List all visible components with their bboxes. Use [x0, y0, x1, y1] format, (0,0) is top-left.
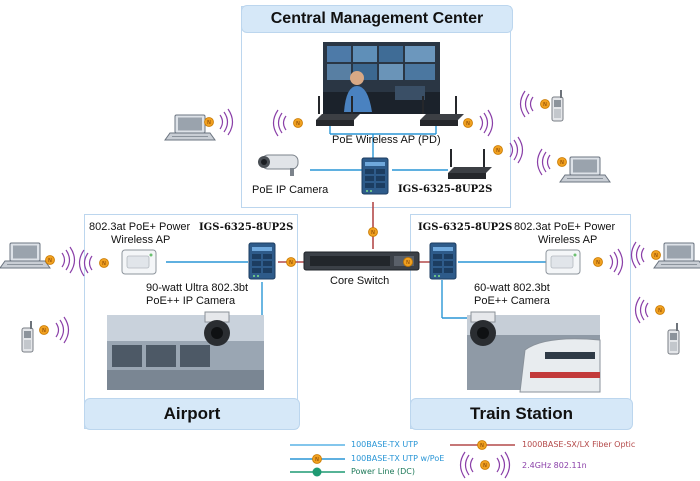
- phone-top-right-badge: [540, 99, 550, 109]
- airport-wireless-ap: [121, 249, 157, 275]
- cmc-router: [448, 149, 492, 179]
- core-switch-label: Core Switch: [330, 275, 390, 287]
- laptop-right-waves: [536, 148, 551, 176]
- legend-utp-poe-badge: [312, 454, 322, 464]
- laptop-top-left-waves: [219, 108, 234, 136]
- poe-ip-camera-label: PoE IP Camera: [252, 184, 329, 196]
- airport-cam-label-2: PoE++ IP Camera: [146, 295, 236, 307]
- control-room-photo: [323, 42, 440, 114]
- legend-utp-poe-text: 100BASE-TX UTP w/PoE: [351, 454, 445, 463]
- laptop-right: [559, 156, 611, 183]
- fiber-badge-train: [403, 257, 413, 267]
- legend-power-badge: [312, 467, 322, 477]
- airport-switch: [248, 242, 276, 280]
- laptop-left-badge: [45, 255, 55, 265]
- airport-cam-label-1: 90-watt Ultra 802.3bt: [146, 282, 249, 294]
- poe-ap-pd-label: PoE Wireless AP (PD): [332, 134, 441, 146]
- airport-ptz-camera: [204, 311, 230, 346]
- train-switch-model: IGS-6325-8UP2S: [418, 222, 513, 233]
- cmc-title: Central Management Center: [241, 5, 513, 33]
- core-switch: [303, 251, 420, 271]
- fiber-badge-airport: [286, 257, 296, 267]
- cmc-left-ap-waves: [272, 109, 287, 137]
- airport-title: Airport: [84, 398, 300, 430]
- laptop-left-waves: [61, 246, 76, 274]
- cmc-router-wifi-badge: [493, 145, 503, 155]
- poe-ip-camera: [258, 154, 299, 176]
- cmc-right-ap-waves: [479, 109, 494, 137]
- laptop-far-right-waves: [630, 241, 645, 269]
- train-poe-links: [441, 261, 546, 319]
- laptop-far-right-badge: [651, 250, 661, 260]
- phone-left-waves: [55, 316, 70, 344]
- train-ap-label-2: Wireless AP: [538, 234, 598, 246]
- train-cam-label-1: 60-watt 802.3bt: [474, 282, 550, 294]
- legend-fiber-badge: [477, 440, 487, 450]
- airport-switch-model: IGS-6325-8UP2S: [199, 222, 294, 233]
- phone-left: [21, 320, 34, 353]
- laptop-right-badge: [557, 157, 567, 167]
- train-ap-wifi-badge: [593, 257, 603, 267]
- cmc-switch: [361, 157, 389, 195]
- train-title: Train Station: [410, 398, 633, 430]
- legend-wifi-waves-l: [459, 451, 474, 479]
- legend-power-text: Power Line (DC): [351, 467, 415, 476]
- laptop-top-left-badge: [204, 117, 214, 127]
- phone-top-right-waves: [519, 90, 534, 118]
- airport-ap-wifi-badge: [99, 258, 109, 268]
- phone-top-right: [551, 89, 564, 122]
- legend-wifi-waves-r: [496, 451, 511, 479]
- legend-wifi-text: 2.4GHz 802.11n: [522, 461, 587, 470]
- laptop-far-right: [653, 242, 700, 269]
- train-ptz-camera: [470, 311, 496, 346]
- cmc-router-waves: [509, 136, 524, 164]
- train-photo: [467, 315, 601, 393]
- airport-ap-label-2: Wireless AP: [111, 234, 171, 246]
- airport-ap-label-1: 802.3at PoE+ Power: [89, 221, 191, 233]
- phone-far-right-waves: [634, 296, 649, 324]
- train-ap-waves: [609, 248, 624, 276]
- train-switch: [429, 242, 457, 280]
- cmc-right-ap-wifi-badge: [463, 118, 473, 128]
- legend-wifi-badge: [480, 460, 490, 470]
- phone-left-badge: [39, 325, 49, 335]
- train-wireless-ap: [545, 249, 581, 275]
- airport-ap-waves: [78, 249, 93, 277]
- cmc-switch-model: IGS-6325-8UP2S: [398, 184, 493, 195]
- phone-far-right-badge: [655, 305, 665, 315]
- phone-far-right: [667, 322, 680, 355]
- legend-fiber-text: 1000BASE-SX/LX Fiber Optic: [522, 440, 636, 449]
- legend: [290, 440, 515, 479]
- cmc-left-ap-wifi-badge: [293, 118, 303, 128]
- train-ap-label-1: 802.3at PoE+ Power: [514, 221, 616, 233]
- legend-utp-text: 100BASE-TX UTP: [351, 440, 418, 449]
- cmc-poe-links: [310, 120, 448, 171]
- airport-photo: [107, 315, 264, 390]
- laptop-left: [0, 242, 51, 269]
- train-cam-label-2: PoE++ Camera: [474, 295, 550, 307]
- fiber-badge-cmc: [368, 227, 378, 237]
